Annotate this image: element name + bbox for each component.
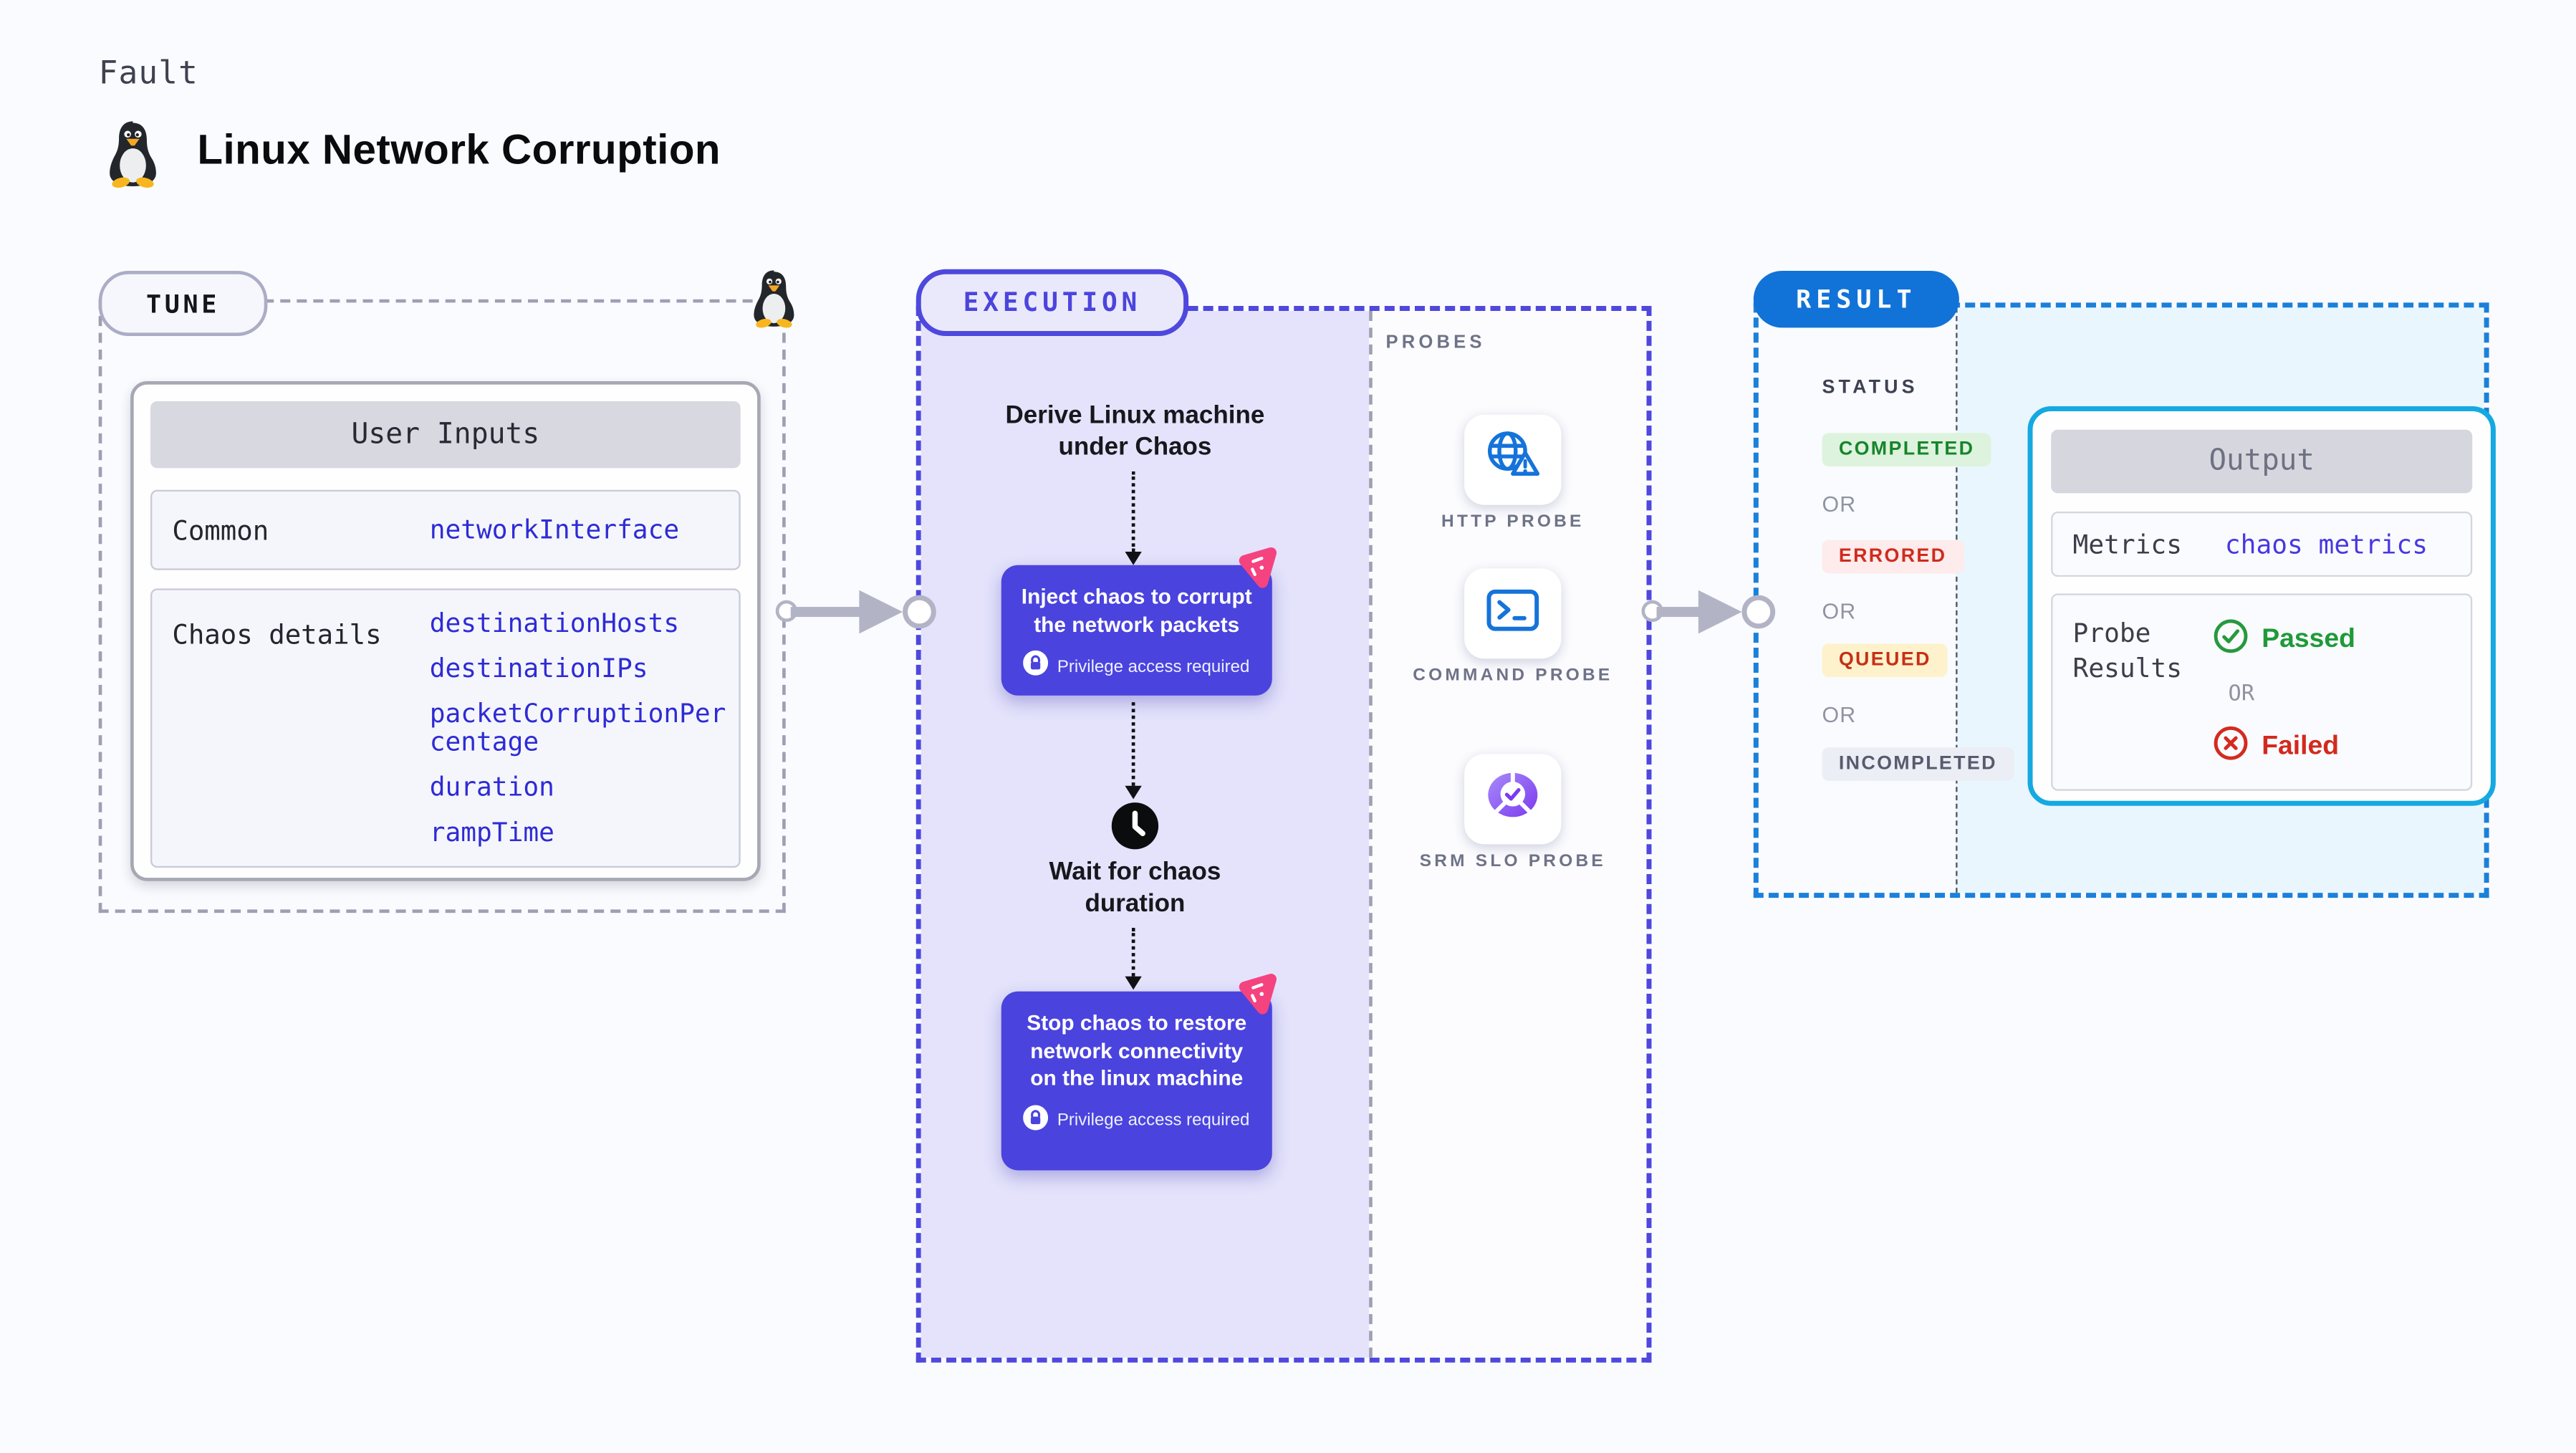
- privilege-note: Privilege access required: [1057, 658, 1250, 677]
- chaos-experiment-icon: [1234, 972, 1280, 1018]
- output-title: Output: [2051, 429, 2473, 494]
- status-badge-queued: QUEUED: [1822, 643, 1948, 678]
- x-circle-icon: [2214, 726, 2249, 769]
- flow-connector: [1131, 702, 1135, 786]
- input-value: rampTime: [429, 817, 554, 848]
- result-badge: RESULT: [1753, 271, 1959, 328]
- flow-arrowhead: [1125, 976, 1142, 990]
- clock-icon: [1110, 801, 1160, 851]
- or-separator: OR: [1822, 598, 1857, 624]
- chaos-experiment-icon: [1234, 545, 1280, 592]
- input-value: duration: [429, 772, 554, 803]
- status-badge-errored: ERRORED: [1822, 540, 1964, 574]
- fault-kicker: Fault: [98, 55, 198, 92]
- probes-label: PROBES: [1385, 332, 1486, 353]
- or-separator: OR: [1822, 702, 1857, 728]
- status-label: STATUS: [1822, 378, 1918, 398]
- or-separator: OR: [1822, 491, 1857, 517]
- execution-section: Derive Linux machine under Chaos Inject …: [915, 306, 1652, 1363]
- input-row-common: Common networkInterface: [150, 489, 741, 570]
- http-probe-card: [1464, 414, 1562, 505]
- step-derive-machine: Derive Linux machine under Chaos: [1005, 401, 1265, 461]
- metrics-label: Metrics: [2072, 529, 2182, 560]
- globe-warning-icon: [1483, 426, 1543, 494]
- input-row-label: Common: [172, 514, 269, 546]
- step-stop-chaos-label: Stop chaos to restore network connectivi…: [1027, 1010, 1247, 1091]
- step-inject-chaos-label: Inject chaos to corrupt the network pack…: [1021, 583, 1252, 637]
- input-row-chaos-details: Chaos details destinationHosts destinati…: [150, 588, 741, 868]
- metrics-value: chaos metrics: [2224, 529, 2428, 560]
- probe-results-label: Probe Results: [2072, 618, 2182, 684]
- page-title: Linux Network Corruption: [197, 127, 721, 174]
- input-value: networkInterface: [429, 514, 680, 545]
- step-inject-chaos-node: Inject chaos to corrupt the network pack…: [1001, 565, 1272, 696]
- failed-verdict: Failed: [2214, 726, 2340, 769]
- step-wait-duration: Wait for chaos duration: [1049, 858, 1221, 918]
- passed-label: Passed: [2262, 625, 2356, 654]
- arrow-execution-to-result: [1640, 587, 1807, 637]
- privilege-note: Privilege access required: [1057, 1112, 1250, 1131]
- user-inputs-panel: User Inputs Common networkInterface Chao…: [130, 381, 761, 881]
- failed-label: Failed: [2262, 732, 2340, 761]
- flow-connector: [1131, 928, 1135, 977]
- passed-verdict: Passed: [2214, 618, 2355, 662]
- input-value-list: destinationHosts destinationIPs packetCo…: [430, 610, 734, 865]
- input-value: destinationHosts: [429, 608, 680, 639]
- lock-icon: [1024, 1105, 1049, 1138]
- result-section: STATUS COMPLETED OR ERRORED OR QUEUED OR…: [1753, 302, 2496, 898]
- status-badge-completed: COMPLETED: [1822, 433, 1991, 467]
- status-badge-incompleted: INCOMPLETED: [1822, 747, 2014, 781]
- step-stop-chaos-node: Stop chaos to restore network connectivi…: [1001, 991, 1272, 1171]
- or-separator: OR: [2228, 682, 2255, 708]
- terminal-icon: [1483, 580, 1543, 648]
- command-probe-card: [1464, 568, 1562, 659]
- check-circle-icon: [2214, 618, 2249, 662]
- user-inputs-title: User Inputs: [150, 401, 741, 469]
- tux-penguin-icon-small: [747, 267, 801, 329]
- flow-arrowhead: [1125, 552, 1142, 565]
- metrics-row: Metrics chaos metrics: [2051, 512, 2473, 577]
- srm-slo-probe-label: SRM SLO PROBE: [1419, 850, 1606, 871]
- flow-arrowhead: [1125, 785, 1142, 800]
- input-value: packetCorruptionPercentage: [429, 699, 726, 758]
- lock-icon: [1024, 651, 1049, 684]
- input-value: destinationIPs: [429, 653, 648, 684]
- slo-donut-check-icon: [1481, 765, 1544, 834]
- http-probe-label: HTTP PROBE: [1441, 512, 1585, 532]
- tune-badge: TUNE: [98, 271, 268, 337]
- input-row-label: Chaos details: [172, 618, 382, 651]
- command-probe-label: COMMAND PROBE: [1413, 665, 1613, 686]
- srm-slo-probe-card: [1464, 754, 1562, 845]
- output-panel: Output Metrics chaos metrics Probe Resul…: [2027, 406, 2496, 806]
- probe-results-row: Probe Results Passed OR Failed: [2051, 593, 2473, 791]
- tux-penguin-icon: [102, 119, 163, 189]
- arrow-tune-to-execution: [774, 587, 941, 637]
- flow-connector: [1131, 471, 1135, 552]
- execution-badge: EXECUTION: [915, 269, 1189, 337]
